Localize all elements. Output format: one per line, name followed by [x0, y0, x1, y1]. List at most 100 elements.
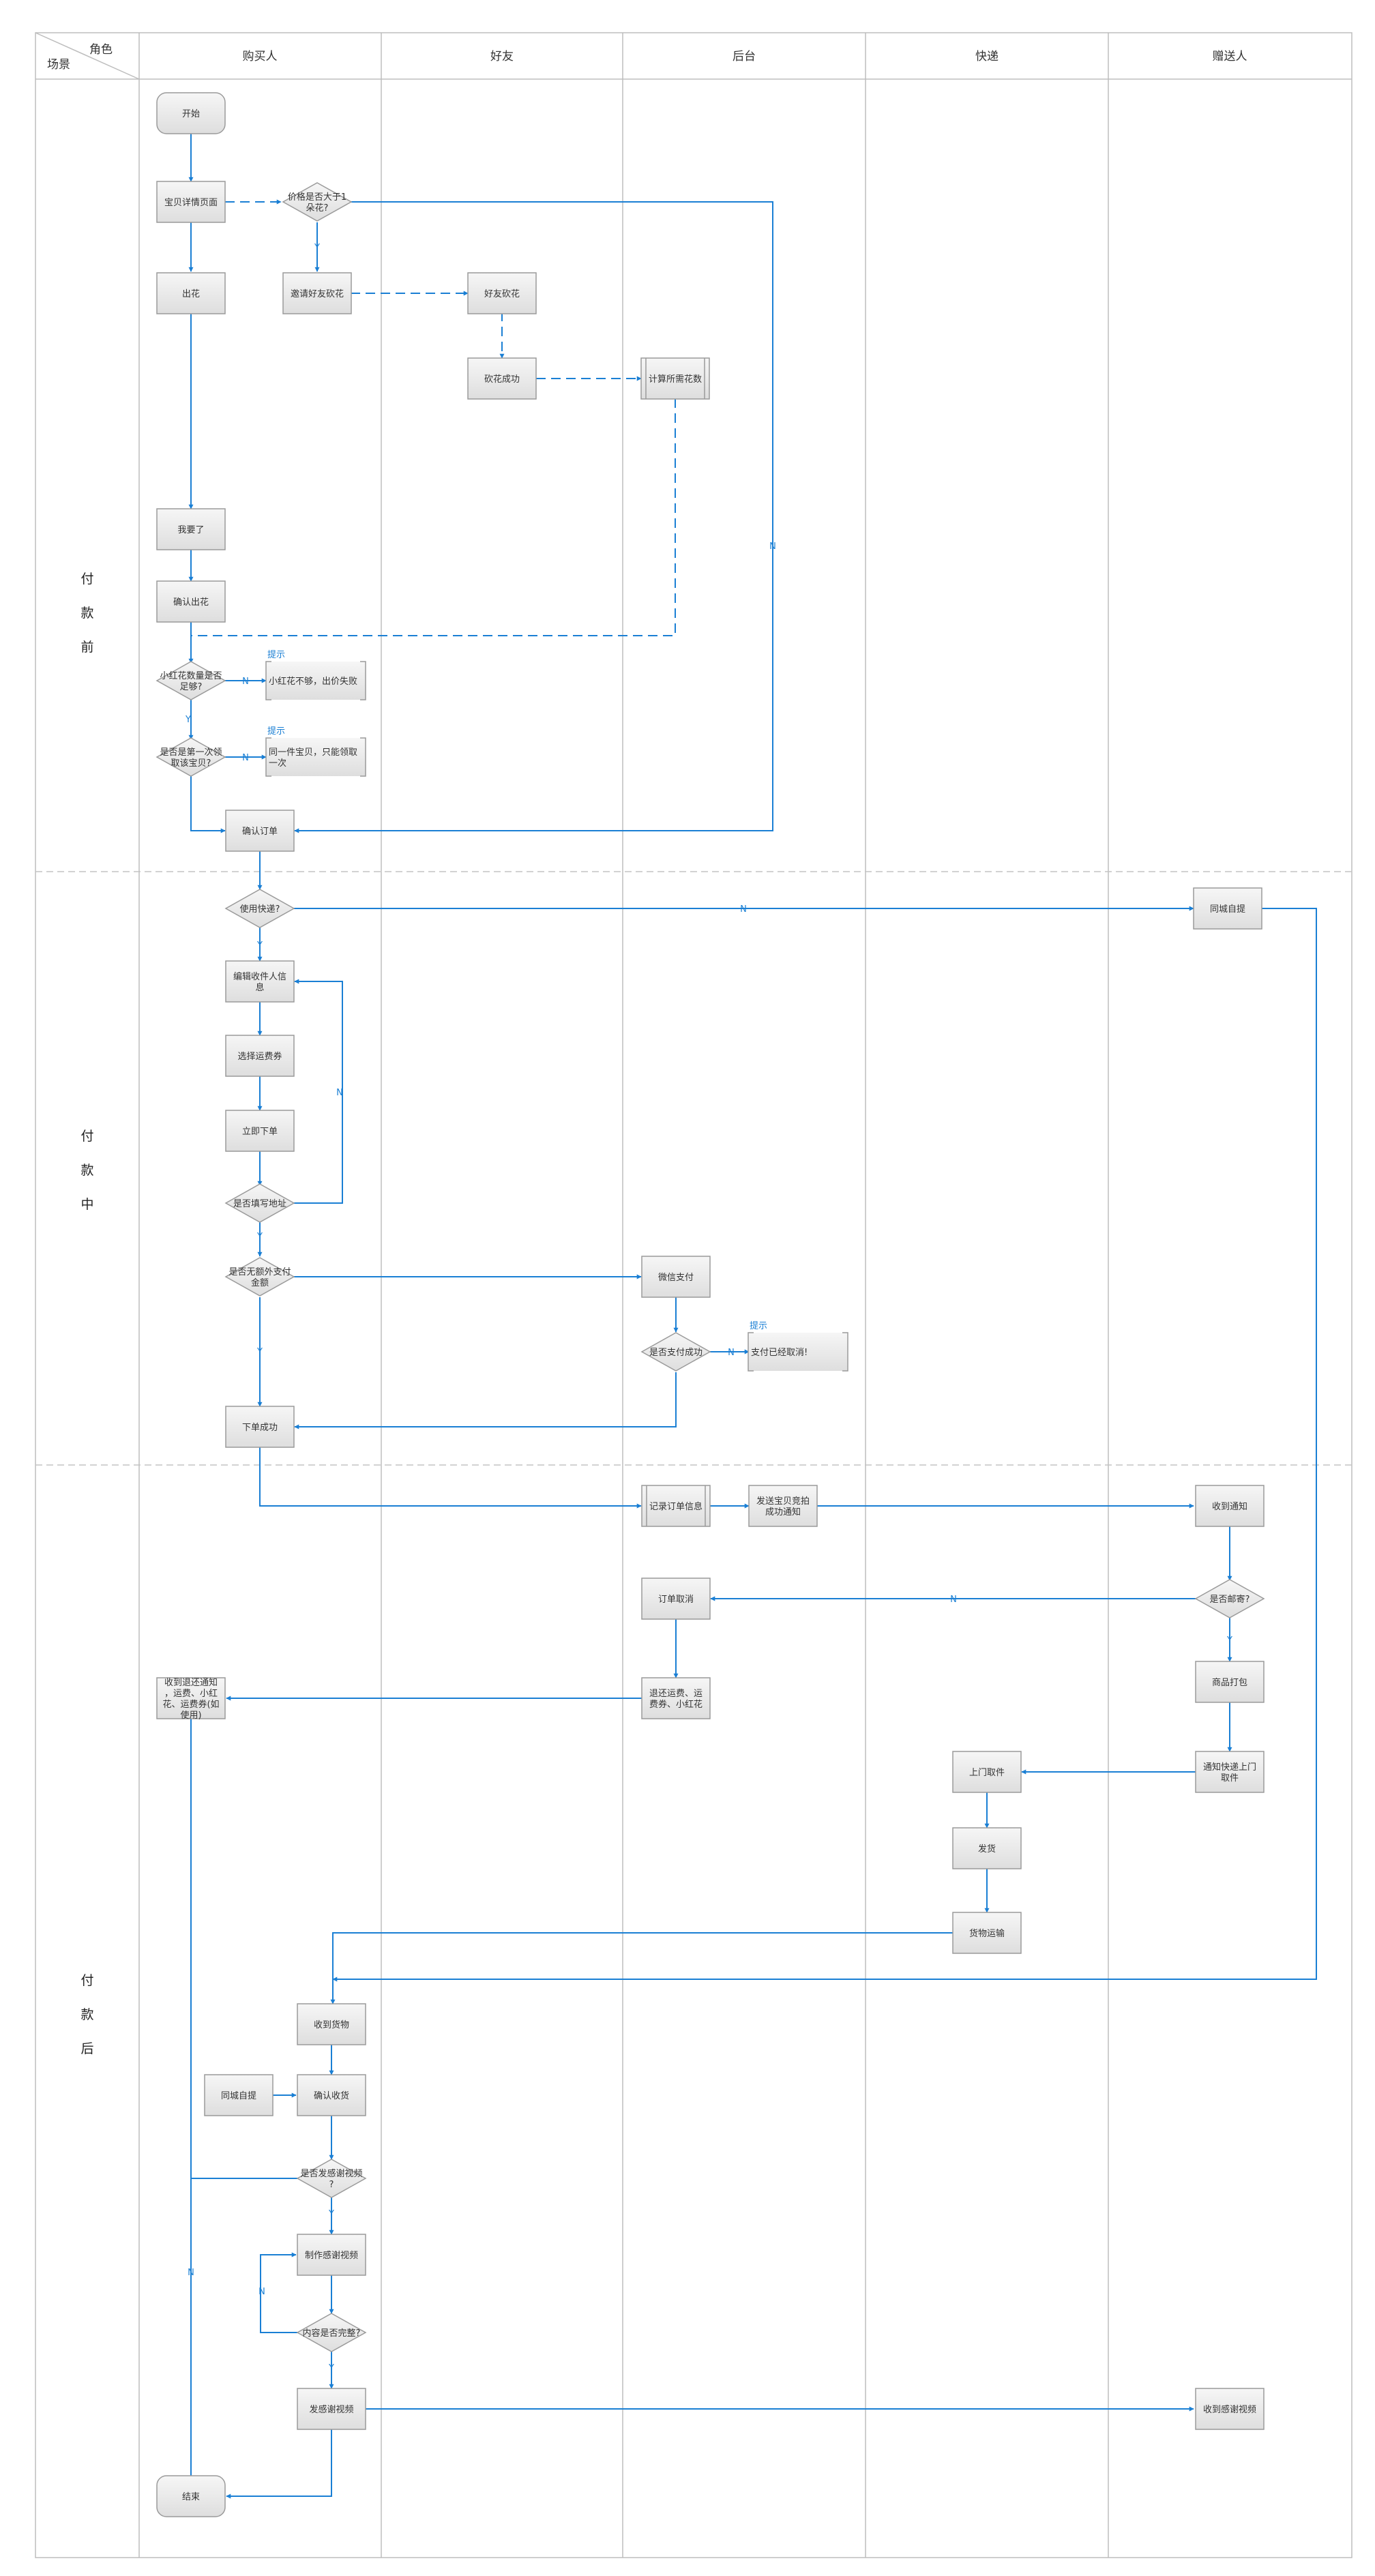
edge-label-yes: Y [1226, 1635, 1232, 1646]
node-label: 同城自提 [221, 2090, 256, 2101]
phase-char: 付 [80, 572, 93, 587]
node-receive-notice: 收到通知 [1195, 1485, 1265, 1527]
edge-label-yes: Y [185, 715, 191, 725]
node-label: 制作感谢视频 [305, 2250, 358, 2261]
lane-title-giver: 赠送人 [1213, 50, 1247, 63]
node-label: 确认收货 [314, 2090, 349, 2101]
node-edit-receiver: 编辑收件人信息 [225, 960, 295, 1003]
node-label: 退还运费、运费券、小红花 [649, 1689, 703, 1710]
edge-label-no: N [188, 2268, 194, 2278]
node-detail-page: 宝贝详情页面 [156, 181, 226, 223]
node-cut-success: 砍花成功 [467, 357, 537, 400]
edge-label-yes: Y [328, 2363, 334, 2373]
node-order-cancel: 订单取消 [641, 1578, 711, 1620]
edge [191, 398, 676, 636]
node-receive-goods: 收到货物 [297, 2003, 366, 2045]
phase-dividers [35, 871, 1352, 1466]
edge-label-no: N [258, 2287, 265, 2297]
node-label: 收到通知 [1212, 1501, 1247, 1512]
node-label: 编辑收件人信息 [233, 972, 286, 993]
edge [259, 1447, 642, 1509]
flow-edges [188, 134, 1317, 2499]
lane-title-backend: 后台 [733, 50, 756, 63]
end-node: 结束 [156, 2475, 226, 2517]
node-label: 小红花数量是否足够? [160, 670, 222, 692]
node-place-order: 立即下单 [225, 1110, 295, 1152]
node-label: 订单取消 [658, 1595, 694, 1605]
node-record-order: 记录订单信息 [641, 1485, 711, 1527]
node-label: 邀请好友砍花 [291, 288, 344, 299]
phase-label-after: 付 款 后 [80, 1973, 93, 2056]
node-calc-flowers: 计算所需花数 [640, 357, 710, 400]
node-label: 确认出花 [173, 597, 209, 608]
lane-title-friend: 好友 [490, 50, 514, 63]
edge-label-no: N [728, 1348, 735, 1358]
node-label: 好友砍花 [484, 288, 520, 299]
node-label: 收到退还通知，运费、小红花、运费券(如使用) [162, 1677, 219, 1721]
start-node: 开始 [156, 92, 226, 134]
edge-label-no: N [242, 753, 249, 763]
node-pack: 商品打包 [1195, 1661, 1265, 1703]
node-content-check: 内容是否完整? [296, 2313, 367, 2352]
node-label: 是否支付成功 [649, 1348, 703, 1358]
corner-role-label: 角色 [89, 43, 113, 57]
lane-title-buyer: 购买人 [243, 50, 278, 63]
node-refund-notice: 收到退还通知，运费、小红花、运费券(如使用) [156, 1677, 226, 1721]
node-label: 使用快递? [240, 904, 280, 915]
node-local-pickup-buyer: 同城自提 [204, 2074, 273, 2116]
node-label: 收到货物 [314, 2019, 349, 2030]
note-title: 提示 [267, 649, 285, 660]
lane-title-courier: 快递 [975, 50, 999, 63]
node-label: 发货 [978, 1844, 996, 1854]
node-use-express: 使用快递? [224, 889, 295, 928]
node-label: 支付已经取消! [751, 1348, 808, 1358]
node-label: 结束 [182, 2492, 200, 2502]
node-make-video: 制作感谢视频 [297, 2234, 366, 2276]
node-label: 是否填写地址 [233, 1199, 286, 1209]
node-label: 同城自提 [1210, 904, 1245, 915]
node-receive-video: 收到感谢视频 [1195, 2388, 1265, 2430]
node-ship: 发货 [952, 1827, 1022, 1869]
edge [226, 2429, 332, 2499]
edge-label-no: N [769, 542, 776, 552]
note-title: 提示 [267, 726, 285, 737]
node-bid: 出花 [156, 272, 226, 314]
node-label: 确认订单 [242, 827, 278, 837]
node-notify-courier: 通知快递上门取件 [1195, 1751, 1265, 1793]
node-transport: 货物运输 [952, 1912, 1022, 1954]
node-wechat-pay: 微信支付 [641, 1256, 711, 1298]
node-first-time: 是否是第一次领取该宝贝? [156, 737, 226, 777]
node-friend-cut: 好友砍花 [467, 272, 537, 314]
edge [332, 908, 1317, 1982]
node-label: 同一件宝贝，只能领取一次 [269, 747, 357, 769]
node-label: 是否发感谢视频? [300, 2168, 362, 2190]
phase-char: 款 [80, 1163, 93, 1178]
corner-scene-label: 场景 [47, 58, 70, 72]
edge-label-yes: Y [256, 1347, 263, 1357]
swimlane-grid [35, 32, 1352, 2558]
phase-char: 前 [80, 640, 93, 655]
phase-label-before: 付 款 前 [80, 572, 93, 655]
node-label: 发感谢视频 [309, 2404, 353, 2415]
node-send-notice: 发送宝贝竞拍成功通知 [748, 1485, 818, 1527]
edge [190, 775, 226, 833]
node-order-success: 下单成功 [225, 1406, 295, 1448]
phase-char: 中 [80, 1197, 93, 1212]
edge [294, 979, 343, 1204]
node-label: 宝贝详情页面 [164, 198, 218, 208]
edge-label-yes: Y [314, 243, 320, 253]
node-label: 砍花成功 [484, 374, 520, 385]
edge-label-yes: Y [256, 1232, 263, 1242]
node-confirm-receipt: 确认收货 [297, 2074, 366, 2116]
phase-char: 付 [80, 1973, 93, 1988]
node-send-video: 发感谢视频 [297, 2388, 366, 2430]
node-label: 收到感谢视频 [1203, 2404, 1256, 2415]
phase-char: 款 [80, 606, 93, 621]
node-label: 计算所需花数 [649, 374, 702, 385]
edge [294, 201, 773, 833]
node-confirm-bid: 确认出花 [156, 580, 226, 623]
